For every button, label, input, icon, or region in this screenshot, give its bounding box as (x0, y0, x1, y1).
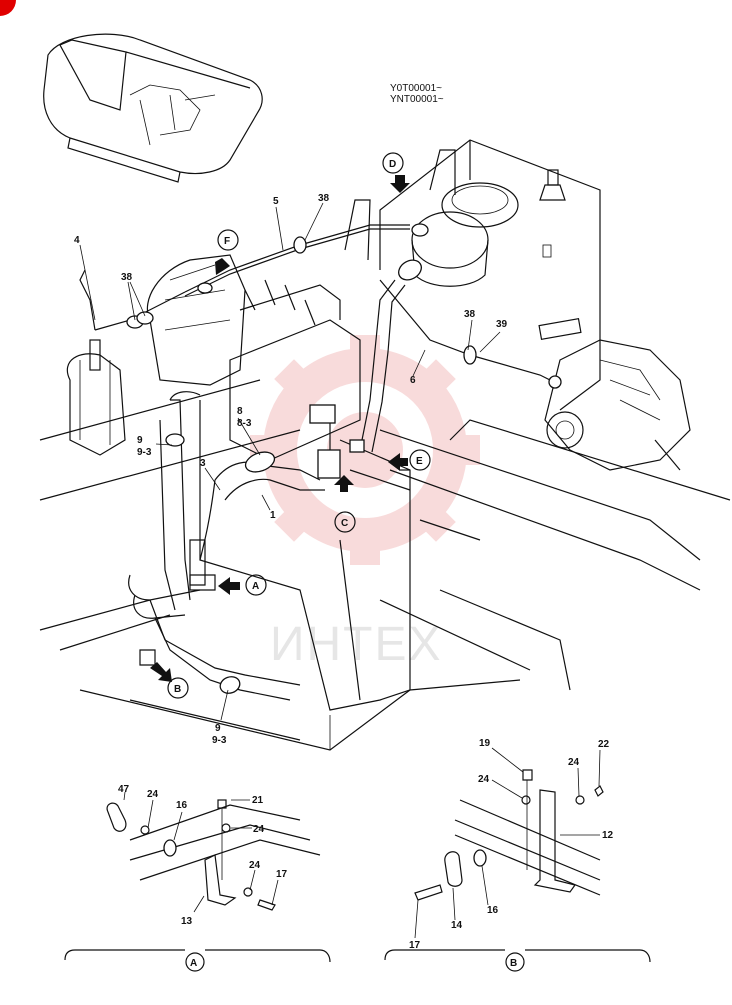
detail-b-callout-12: 12 (602, 830, 614, 841)
leader-lines (79, 202, 501, 721)
watermark-text: ИНТЕХ (270, 618, 443, 671)
view-label-a: A (252, 581, 259, 592)
view-circle-c (334, 511, 356, 533)
view-circle-a (245, 574, 267, 596)
arrow-b (150, 662, 172, 682)
arrow-c (334, 475, 354, 492)
callout-9-upper: 9 (137, 435, 143, 446)
detail-a-callout-47: 47 (118, 784, 130, 795)
callout-9-3-lower: 9-3 (212, 735, 227, 746)
callout-38-right: 38 (464, 309, 476, 320)
callout-9-3-upper: 9-3 (137, 447, 152, 458)
detail-a-callout-24b: 24 (253, 824, 265, 835)
corner-mark (0, 0, 16, 16)
view-label-f: F (224, 236, 230, 247)
serial-2: YNT00001~ (390, 94, 444, 105)
machine-inset (43, 33, 263, 183)
view-label-e: E (416, 456, 423, 467)
arrow-f (215, 258, 230, 275)
arrow-e (388, 453, 408, 471)
detail-b-callout-19: 19 (479, 738, 491, 749)
detail-a (64, 791, 331, 972)
view-circle-e (409, 449, 431, 471)
detail-b-callout-16: 16 (487, 905, 499, 916)
detail-a-callout-17: 17 (276, 869, 288, 880)
callout-5: 5 (273, 196, 279, 207)
arrow-a (218, 577, 240, 595)
callout-38-top: 38 (318, 193, 330, 204)
detail-b-callout-24b: 24 (568, 757, 580, 768)
detail-b-callout-24a: 24 (478, 774, 490, 785)
view-label-b: B (174, 684, 181, 695)
callout-8: 8 (237, 406, 243, 417)
detail-a-callout-24c: 24 (249, 860, 261, 871)
serial-1: Y0T00001~ (390, 83, 442, 94)
detail-b-callout-14: 14 (451, 920, 463, 931)
view-circle-f (217, 229, 239, 251)
view-label-d: D (389, 159, 396, 170)
detail-b (384, 747, 651, 972)
detail-b-title: B (510, 958, 517, 969)
arrow-d (390, 175, 410, 193)
callout-8-3: 8-3 (237, 418, 252, 429)
callout-9-lower: 9 (215, 723, 221, 734)
detail-b-callout-17: 17 (409, 940, 421, 951)
callout-38-left: 38 (121, 272, 133, 283)
detail-b-callout-22: 22 (598, 739, 610, 750)
detail-a-callout-24a: 24 (147, 789, 159, 800)
callout-6: 6 (410, 375, 416, 386)
detail-a-title: A (190, 958, 197, 969)
view-circle-b (167, 677, 189, 699)
detail-a-callout-16: 16 (176, 800, 188, 811)
main-assembly (39, 139, 731, 751)
view-circle-d (382, 152, 404, 174)
callout-39: 39 (496, 319, 508, 330)
watermark-logo (250, 335, 480, 565)
detail-a-callout-21: 21 (252, 795, 264, 806)
callout-1: 1 (270, 510, 276, 521)
callout-4: 4 (74, 235, 80, 246)
view-label-c: C (341, 518, 348, 529)
detail-a-callout-13: 13 (181, 916, 193, 927)
callout-3: 3 (200, 458, 206, 469)
